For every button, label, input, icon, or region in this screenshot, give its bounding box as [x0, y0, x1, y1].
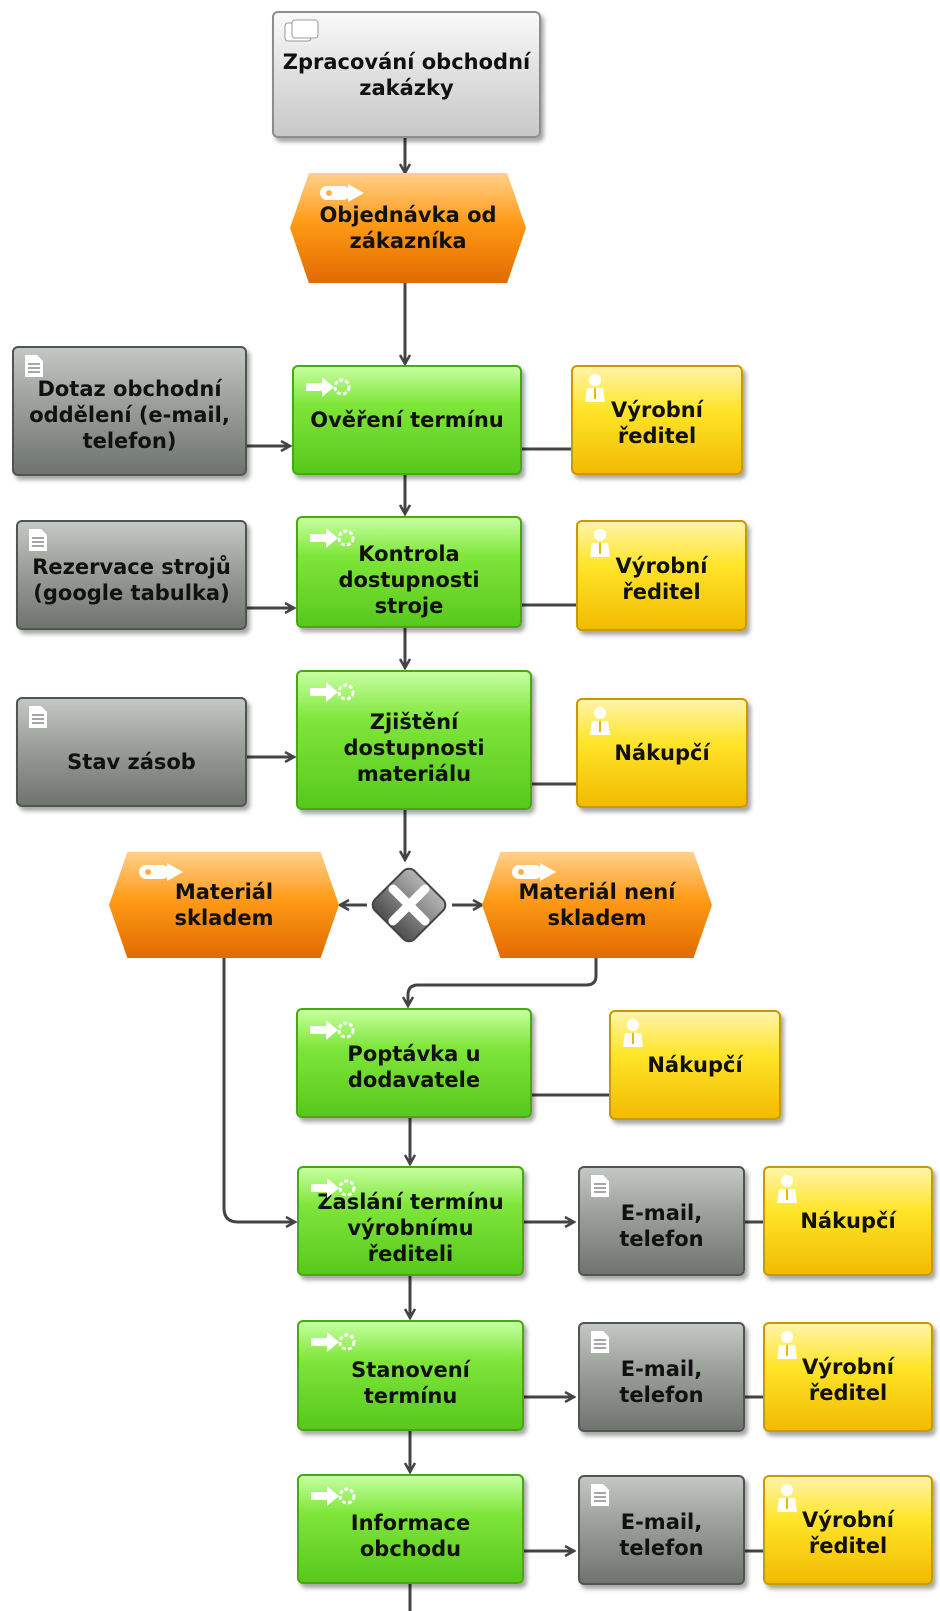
- function-icon: [308, 678, 356, 712]
- process-machine-check[interactable]: Kontrola dostupnosti stroje: [296, 516, 522, 628]
- role-production-director-2[interactable]: Výrobní ředitel: [576, 520, 747, 631]
- process-send-date[interactable]: Zaslání termínu výrobnímu řediteli: [297, 1166, 524, 1276]
- event-order-label: Objednávka od zákazníka: [319, 203, 497, 253]
- function-icon: [308, 524, 356, 558]
- role-production-director-1[interactable]: Výrobní ředitel: [571, 365, 743, 475]
- process-verify-date-label: Ověření termínu: [310, 408, 504, 432]
- info-stock-status-label: Stav zásob: [67, 750, 196, 774]
- function-icon: [309, 1328, 357, 1362]
- process-overview-icon: [284, 19, 324, 51]
- process-inform-sales-label: Informace obchodu: [350, 1511, 471, 1561]
- function-icon: [308, 1016, 356, 1050]
- role-buyer-2[interactable]: Nákupčí: [609, 1010, 781, 1120]
- process-supplier-inquiry-label: Poptávka u dodavatele: [347, 1042, 481, 1092]
- person-icon: [775, 1483, 799, 1519]
- process-inform-sales[interactable]: Informace obchodu: [297, 1474, 524, 1584]
- info-email-phone-2[interactable]: E-mail, telefon: [578, 1322, 745, 1432]
- xor-icon: [371, 867, 447, 943]
- info-machine-reservation-label: Rezervace strojů (google tabulka): [32, 555, 231, 605]
- event-in-stock[interactable]: Materiál skladem: [109, 852, 339, 958]
- info-stock-status[interactable]: Stav zásob: [16, 697, 247, 807]
- info-email-phone-label: E-mail, telefon: [619, 1510, 704, 1560]
- connector: [408, 958, 598, 1006]
- process-title: Zpracování obchodní zakázky: [282, 49, 531, 100]
- person-icon: [775, 1330, 799, 1366]
- role-production-director-3[interactable]: Výrobní ředitel: [763, 1322, 933, 1432]
- process-machine-check-label: Kontrola dostupnosti stroje: [338, 542, 480, 618]
- event-in-stock-label: Materiál skladem: [174, 880, 274, 930]
- process-supplier-inquiry[interactable]: Poptávka u dodavatele: [296, 1008, 532, 1118]
- person-icon: [775, 1174, 799, 1210]
- role-buyer-1[interactable]: Nákupčí: [576, 698, 748, 808]
- role-label: Výrobní ředitel: [802, 1355, 894, 1405]
- document-icon: [590, 1330, 610, 1360]
- person-icon: [588, 528, 612, 564]
- document-icon: [28, 705, 48, 735]
- event-order[interactable]: Objednávka od zákazníka: [290, 173, 526, 283]
- function-icon: [309, 1482, 357, 1516]
- role-label: Nákupčí: [647, 1053, 743, 1077]
- xor-gateway[interactable]: [366, 862, 452, 948]
- role-buyer-3[interactable]: Nákupčí: [763, 1166, 933, 1276]
- process-send-date-label: Zaslání termínu výrobnímu řediteli: [317, 1190, 504, 1266]
- event-arrow-icon: [320, 183, 366, 209]
- document-icon: [24, 354, 44, 384]
- process-set-date[interactable]: Stanovení termínu: [297, 1320, 524, 1431]
- role-label: Výrobní ředitel: [611, 398, 703, 448]
- event-not-in-stock[interactable]: Materiál není skladem: [482, 852, 712, 958]
- info-email-phone-3[interactable]: E-mail, telefon: [578, 1475, 745, 1585]
- process-set-date-label: Stanovení termínu: [351, 1357, 470, 1408]
- role-label: Nákupčí: [614, 741, 710, 765]
- event-arrow-icon: [139, 862, 185, 888]
- person-icon: [583, 373, 607, 409]
- role-label: Výrobní ředitel: [615, 553, 708, 604]
- event-arrow-icon: [512, 862, 558, 888]
- process-material-check-label: Zjištění dostupnosti materiálu: [343, 710, 485, 786]
- person-icon: [588, 706, 612, 742]
- document-icon: [28, 528, 48, 558]
- event-not-in-stock-label: Materiál není skladem: [518, 880, 676, 930]
- function-icon: [309, 1174, 357, 1208]
- info-sales-inquiry-label: Dotaz obchodní oddělení (e-mail, telefon…: [29, 377, 230, 453]
- role-label: Nákupčí: [800, 1209, 896, 1233]
- info-email-phone-label: E-mail, telefon: [619, 1357, 704, 1407]
- info-sales-inquiry[interactable]: Dotaz obchodní oddělení (e-mail, telefon…: [12, 346, 247, 476]
- info-email-phone-1[interactable]: E-mail, telefon: [578, 1166, 745, 1276]
- info-machine-reservation[interactable]: Rezervace strojů (google tabulka): [16, 520, 247, 630]
- process-material-check[interactable]: Zjištění dostupnosti materiálu: [296, 670, 532, 810]
- function-icon: [304, 373, 352, 407]
- connector: [222, 958, 295, 1222]
- role-production-director-4[interactable]: Výrobní ředitel: [763, 1475, 933, 1585]
- process-title-box[interactable]: Zpracování obchodní zakázky: [272, 11, 541, 138]
- document-icon: [590, 1483, 610, 1513]
- role-label: Výrobní ředitel: [802, 1508, 894, 1558]
- process-verify-date[interactable]: Ověření termínu: [292, 365, 522, 475]
- person-icon: [621, 1018, 645, 1054]
- document-icon: [590, 1174, 610, 1204]
- info-email-phone-label: E-mail, telefon: [619, 1201, 704, 1251]
